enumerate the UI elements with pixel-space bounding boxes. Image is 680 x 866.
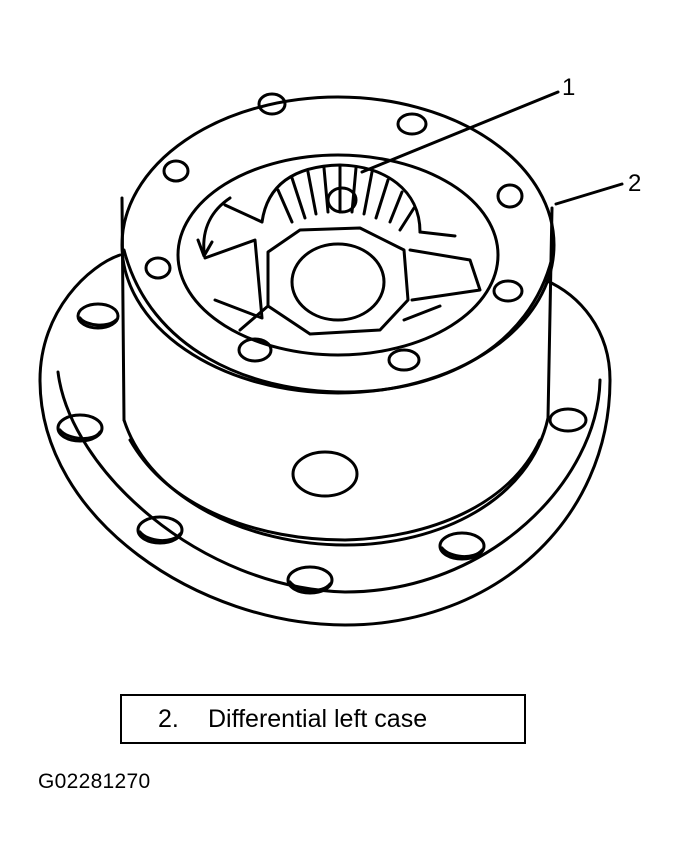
legend-box: 2. Differential left case [120,694,526,744]
figure-id: G02281270 [38,770,151,793]
lower-flange [38,253,612,627]
flange-bolt-holes [56,302,588,595]
leader-line-2 [554,182,624,206]
side-gear-assembly [196,163,482,336]
legend-number: 2. [158,704,179,733]
legend-text: Differential left case [208,704,428,733]
callout-2-label: 2 [628,170,642,197]
center-bore [290,242,386,322]
callout-1-label: 1 [562,74,576,101]
body-hole [291,450,359,498]
differential-case-illustration [38,90,624,627]
leader-line-1 [360,90,560,174]
top-ring-bolt-holes [144,92,524,372]
case-body [120,92,556,547]
